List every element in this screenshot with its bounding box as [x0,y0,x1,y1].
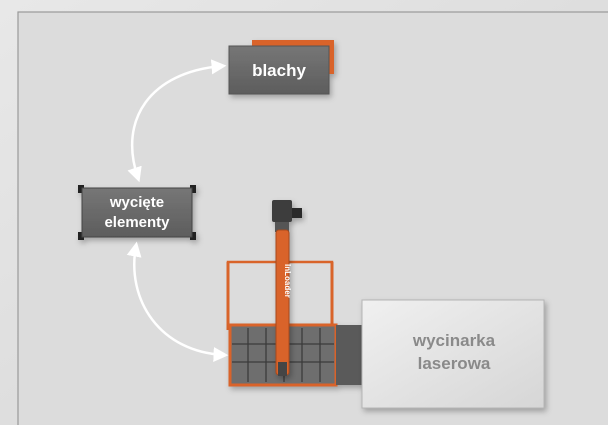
sheets-label: blachy [252,61,306,80]
laser-cutter [361,299,545,409]
loader-table [228,323,364,387]
robot-arm [272,200,302,376]
laser-label-line1: wycinarka [412,331,496,350]
cut-parts-label-line2: elementy [104,214,170,231]
cut-parts-label-line1: wycięte [109,194,164,211]
arrow-cut-parts-to-loader [126,241,229,362]
robot-arm-label: InLoader [283,264,292,298]
arrow-sheets-to-cut-parts [127,59,227,183]
sheets-stack [228,40,334,95]
laser-label-line2: laserowa [418,354,491,373]
cut-parts-station [78,185,196,240]
